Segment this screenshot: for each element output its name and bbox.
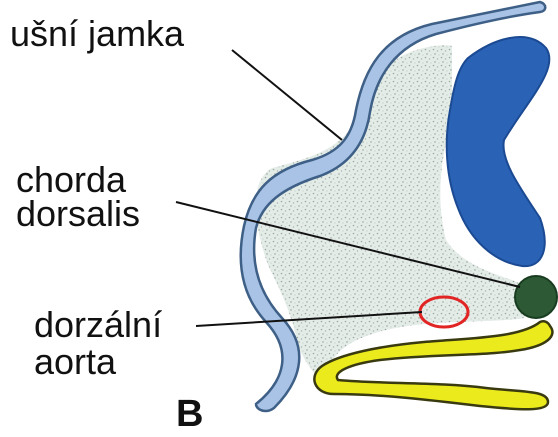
notochord bbox=[515, 276, 557, 318]
panel-letter: B bbox=[176, 393, 203, 435]
label-chorda-line2: dorsalis bbox=[16, 193, 140, 234]
neural-tube bbox=[447, 37, 550, 266]
label-ear-pit: ušní jamka bbox=[10, 13, 185, 54]
leader-line-ear-pit bbox=[232, 50, 342, 140]
label-aorta-line2: aorta bbox=[34, 341, 117, 382]
label-aorta-line1: dorzální bbox=[34, 304, 162, 345]
